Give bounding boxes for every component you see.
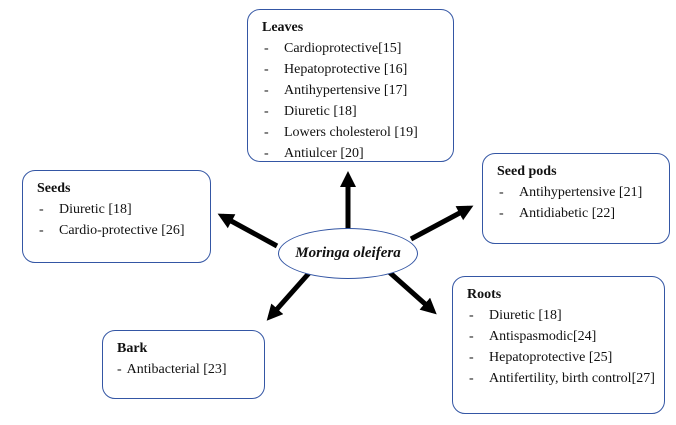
list-item: - Hepatoprotective [25] <box>467 347 656 368</box>
seeds-list: - Diuretic [18] - Cardio-protective [26] <box>37 199 202 241</box>
seed-pods-title: Seed pods <box>497 164 557 179</box>
leaves-list: - Cardioprotective[15] - Hepatoprotectiv… <box>262 38 445 164</box>
center-node-label: Moringa oleifera <box>295 245 401 261</box>
list-item: - Cardio-protective [26] <box>37 220 202 241</box>
list-item-text: Antiulcer [20] <box>284 146 364 161</box>
dash-bullet: - <box>469 350 474 365</box>
dash-bullet: - <box>39 223 44 238</box>
list-item: - Cardioprotective[15] <box>262 38 445 59</box>
dash-bullet: - <box>469 308 474 323</box>
list-item-text: Antispasmodic[24] <box>489 329 597 344</box>
list-item: - Antidiabetic [22] <box>497 203 643 224</box>
leaves-box: Leaves - Cardioprotective[15] - Hepatopr… <box>247 9 454 162</box>
arrow-to-seeds <box>217 213 279 249</box>
list-item-text: Hepatoprotective [25] <box>489 350 613 365</box>
dash-bullet: - <box>264 62 269 77</box>
roots-title: Roots <box>467 287 502 302</box>
list-item: -Antibacterial [23] <box>117 359 256 380</box>
list-item-text: Antihypertensive [17] <box>284 83 408 98</box>
bark-title: Bark <box>117 341 148 356</box>
list-item-text: Hepatoprotective [16] <box>284 62 408 77</box>
arrow-to-seed-pods <box>409 205 474 242</box>
dash-bullet: - <box>469 371 474 386</box>
list-item-text: Cardioprotective[15] <box>284 41 402 56</box>
list-item-text: Antibacterial [23] <box>126 362 227 377</box>
dash-bullet: - <box>264 104 269 119</box>
dash-bullet: - <box>39 202 44 217</box>
list-item: - Diuretic [18] <box>262 101 445 122</box>
list-item-text: Lowers cholesterol [19] <box>284 125 418 140</box>
dash-bullet: - <box>264 41 269 56</box>
seed-pods-box: Seed pods - Antihypertensive [21] - Anti… <box>482 153 670 244</box>
dash-bullet: - <box>499 185 504 200</box>
list-item-text: Diuretic [18] <box>59 202 132 217</box>
arrow-to-roots <box>386 269 437 315</box>
seed-pods-list: - Antihypertensive [21] - Antidiabetic [… <box>497 182 643 224</box>
list-item: - Antispasmodic[24] <box>467 326 656 347</box>
dash-bullet: - <box>117 362 122 377</box>
dash-bullet: - <box>264 125 269 140</box>
list-item-text: Cardio-protective [26] <box>59 223 185 238</box>
list-item: - Hepatoprotective [16] <box>262 59 445 80</box>
roots-box: Roots - Diuretic [18] - Antispasmodic[24… <box>452 276 665 414</box>
list-item: - Antihypertensive [21] <box>497 182 643 203</box>
list-item: - Antihypertensive [17] <box>262 80 445 101</box>
dash-bullet: - <box>499 206 504 221</box>
list-item: - Antiulcer [20] <box>262 143 445 164</box>
seeds-box: Seeds - Diuretic [18] - Cardio-protectiv… <box>22 170 211 263</box>
dash-bullet: - <box>264 83 269 98</box>
dash-bullet: - <box>469 329 474 344</box>
list-item-text: Antifertility, birth control[27] <box>489 371 655 386</box>
list-item: - Diuretic [18] <box>37 199 202 220</box>
roots-list: - Diuretic [18] - Antispasmodic[24] - He… <box>467 305 656 389</box>
arrow-to-bark <box>266 270 312 321</box>
list-item: - Antifertility, birth control[27] <box>467 368 656 389</box>
list-item-text: Diuretic [18] <box>489 308 562 323</box>
list-item-text: Antidiabetic [22] <box>519 206 616 221</box>
list-item: - Lowers cholesterol [19] <box>262 122 445 143</box>
list-item: - Diuretic [18] <box>467 305 656 326</box>
list-item-text: Diuretic [18] <box>284 104 357 119</box>
center-node: Moringa oleifera <box>278 228 418 279</box>
leaves-title: Leaves <box>262 20 304 35</box>
dash-bullet: - <box>264 146 269 161</box>
list-item-text: Antihypertensive [21] <box>519 185 643 200</box>
bark-box: Bark -Antibacterial [23] <box>102 330 265 399</box>
seeds-title: Seeds <box>37 181 71 196</box>
